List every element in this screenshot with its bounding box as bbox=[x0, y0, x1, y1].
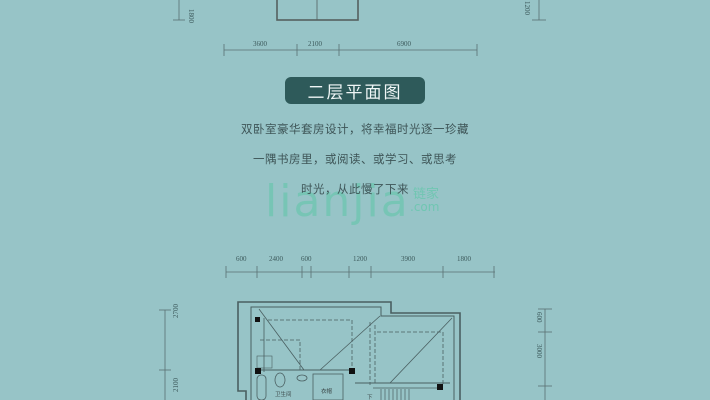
dim-1800: 1800 bbox=[457, 255, 472, 263]
top-plan-dimension-line bbox=[223, 44, 478, 56]
dim-1200: 1200 bbox=[353, 255, 368, 263]
dim-2400: 2400 bbox=[269, 255, 284, 263]
second-floor-plan bbox=[237, 301, 461, 400]
second-plan-right-vertical-dim bbox=[538, 308, 552, 400]
description-line-2: 一隅书房里，或阅读、或学习、或思考 bbox=[253, 152, 457, 166]
description-line-1: 双卧室豪华套房设计，将幸福时光逐一珍藏 bbox=[241, 122, 469, 136]
dim-3000-vertical: 3000 bbox=[535, 344, 543, 359]
top-right-vertical-dim bbox=[532, 0, 546, 21]
stairs-down-label: 下 bbox=[367, 394, 373, 400]
dim-2700: 2700 bbox=[172, 304, 180, 319]
top-left-dim-label: 1800 bbox=[187, 9, 195, 24]
dim-600-vertical: 600 bbox=[535, 312, 543, 323]
dim-2100-vertical: 2100 bbox=[172, 378, 180, 393]
lianjia-watermark-logo: lianjia bbox=[265, 176, 410, 227]
dim-600-a: 600 bbox=[236, 255, 247, 263]
lianjia-watermark-cn: 链家 bbox=[413, 187, 440, 202]
top-right-dim-label: 1200 bbox=[523, 1, 531, 16]
room-label-closet: 衣帽 bbox=[321, 387, 333, 395]
section-title: 二层平面图 bbox=[307, 83, 403, 103]
room-label-bathroom: 卫生间 bbox=[275, 390, 292, 398]
second-plan-left-vertical-dim bbox=[159, 309, 171, 400]
dim-2100: 2100 bbox=[308, 40, 323, 48]
dim-3600: 3600 bbox=[253, 40, 268, 48]
top-left-vertical-dim bbox=[173, 0, 185, 21]
section-title-badge: 二层平面图 bbox=[285, 77, 425, 104]
dim-600-b: 600 bbox=[301, 255, 312, 263]
description-line-3: 时光，从此慢了下来 bbox=[301, 182, 409, 196]
second-plan-top-dimension-line bbox=[225, 266, 495, 278]
structural-columns bbox=[255, 317, 443, 390]
lianjia-watermark-domain: .com bbox=[410, 200, 440, 214]
top-plan-box bbox=[276, 0, 359, 21]
dim-3900: 3900 bbox=[401, 255, 416, 263]
dim-6900: 6900 bbox=[397, 40, 412, 48]
